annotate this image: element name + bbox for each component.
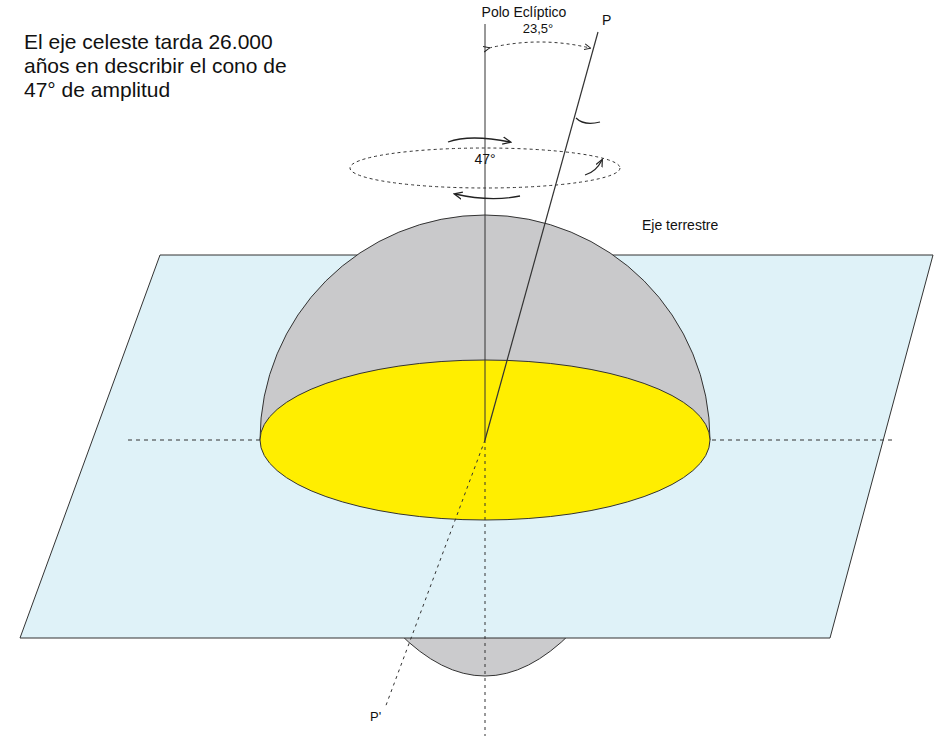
earth-axis-lower — [385, 440, 485, 708]
precession-circle — [350, 148, 620, 188]
axis-label: Eje terrestre — [642, 217, 718, 233]
rotation-arrow — [455, 194, 520, 199]
spin-arrow — [576, 118, 600, 123]
pole-label: Polo Eclíptico — [482, 4, 567, 20]
note-text: El eje celeste tarda 26.000 años en desc… — [24, 30, 324, 102]
angle-arc — [489, 42, 590, 48]
pole-point-label: P' — [370, 710, 381, 725]
angle-label: 23,5° — [523, 22, 554, 37]
ecliptic-pole-axis — [485, 24, 486, 440]
earth-axis — [485, 32, 598, 440]
angle-label: 47° — [474, 151, 495, 167]
ecliptic-pole-axis-lower — [485, 440, 486, 736]
spin-arrow — [585, 160, 602, 175]
pole-point-label: P — [602, 12, 611, 28]
rotation-arrow — [448, 138, 510, 142]
